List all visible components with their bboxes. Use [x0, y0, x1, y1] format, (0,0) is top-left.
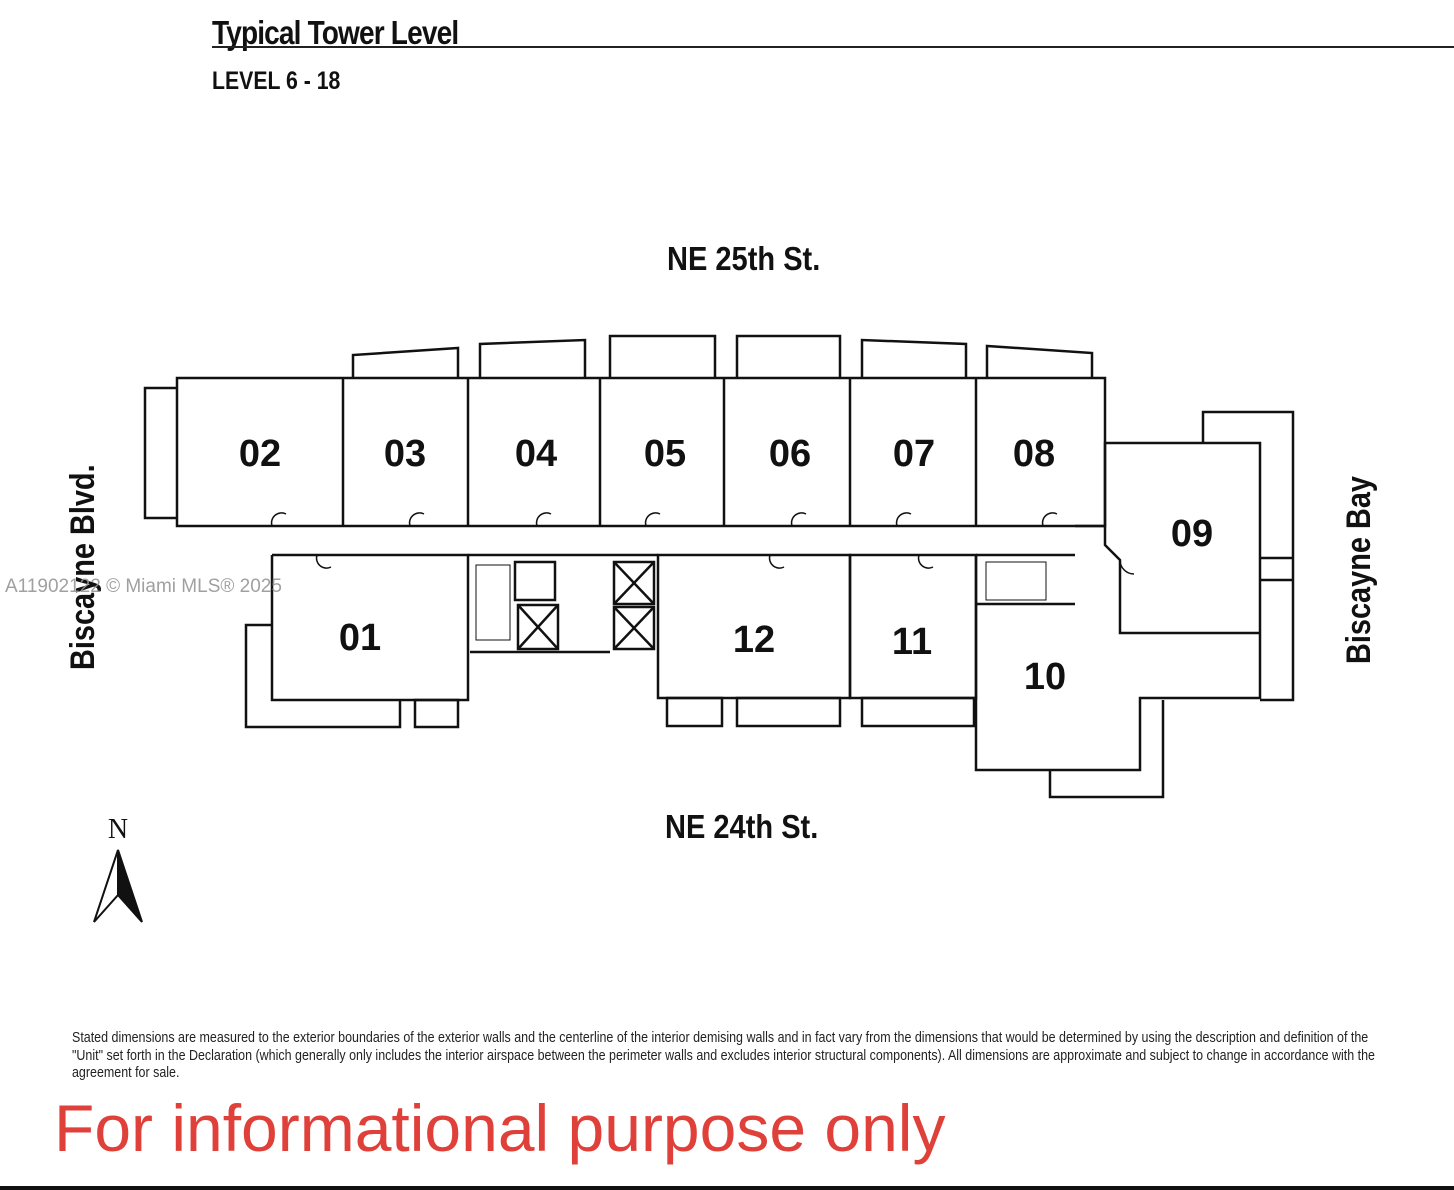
page-title: Typical Tower Level [212, 14, 459, 51]
unit-05-label: 05 [644, 433, 686, 475]
balcony-11 [860, 696, 976, 728]
compass-label: N [108, 814, 128, 845]
balcony-01 [244, 623, 402, 729]
balcony-10 [1048, 700, 1165, 799]
elevator-3 [612, 605, 656, 651]
unit-06-label: 06 [769, 433, 811, 475]
unit-02-label: 02 [239, 433, 281, 475]
unit-04-label: 04 [515, 433, 557, 475]
balcony-08 [985, 344, 1094, 378]
core-room [513, 560, 557, 602]
north-arrow-icon: N [93, 814, 143, 923]
unit-12-label: 12 [733, 619, 775, 661]
unit-07-label: 07 [893, 433, 935, 475]
elevator-2 [612, 560, 656, 606]
mls-watermark: A11902122 © Miami MLS® 2025 [5, 576, 282, 597]
balcony-03 [351, 346, 460, 378]
balcony-07 [860, 338, 968, 378]
unit-10-label: 10 [1024, 656, 1066, 698]
unit-09-label: 09 [1171, 513, 1213, 555]
unit-08-label: 08 [1013, 433, 1055, 475]
stair-east [985, 561, 1047, 601]
bottom-border [0, 1186, 1454, 1190]
balcony-09 [1201, 410, 1295, 702]
balcony-06 [735, 334, 842, 378]
level-subtitle: LEVEL 6 - 18 [212, 67, 341, 95]
balcony-12b [735, 696, 842, 728]
stair-west [475, 564, 511, 641]
balcony-01b [413, 698, 460, 729]
elevator-1 [516, 603, 560, 651]
street-south-label: NE 24th St. [665, 808, 819, 845]
top-row-outline [175, 376, 1107, 528]
balcony-04 [478, 338, 587, 378]
unit-11-label: 11 [892, 621, 932, 663]
informational-notice: For informational purpose only [54, 1091, 946, 1165]
balcony-12a [665, 696, 724, 728]
street-north-label: NE 25th St. [667, 240, 821, 277]
unit-01-outline [270, 553, 470, 702]
unit-09-10-outline [974, 441, 1262, 772]
balcony-05 [608, 334, 717, 378]
unit-01-label: 01 [339, 617, 381, 659]
balcony-02 [143, 386, 177, 520]
title-underline [212, 46, 1454, 48]
unit-03-label: 03 [384, 433, 426, 475]
disclaimer-text: Stated dimensions are measured to the ex… [72, 1030, 1375, 1081]
